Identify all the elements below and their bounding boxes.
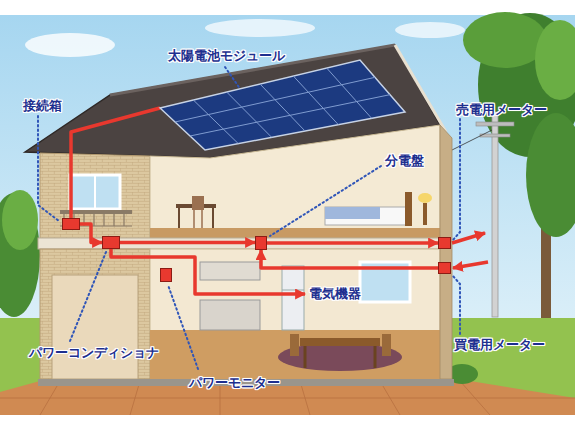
buy-meter: 買電用メーター: [438, 262, 451, 274]
power-flow-arrow: [267, 241, 438, 245]
power-monitor: パワーモニター: [160, 268, 172, 282]
panel-cell-line: [327, 68, 372, 118]
power-flow-arrow: [261, 250, 438, 268]
panel-cell-line: [175, 77, 375, 122]
house: [25, 45, 454, 386]
junction-box: 接続箱: [62, 218, 80, 230]
callout-label: 接続箱: [23, 98, 62, 114]
power-conditioner: パワーコンディショナ: [102, 236, 120, 249]
distribution-board: 分電盤: [255, 236, 267, 250]
power-flow-arrow: [111, 249, 305, 294]
callout-label: 電気機器: [309, 286, 361, 302]
callout-label: 分電盤: [385, 153, 424, 169]
panel-cell-line: [193, 100, 238, 144]
solar-panel-array: 太陽電池モジュール: [160, 60, 405, 150]
appliance-box: 電気機器: [305, 283, 365, 305]
panel-cell-line: [293, 76, 338, 125]
power-flow-arrow: [71, 108, 160, 218]
callout-label: 買電用メーター: [454, 337, 545, 353]
grid-flow-arrows: [452, 233, 488, 268]
sell-meter: 売電用メーター: [438, 237, 451, 249]
utility-pole: [452, 112, 514, 317]
solar-panel: [160, 60, 405, 150]
panel-cell-line: [190, 95, 390, 136]
power-flow-arrow: [120, 241, 255, 245]
callout-label: パワーコンディショナ: [29, 345, 159, 361]
callout-label: 太陽電池モジュール: [168, 48, 285, 64]
panel-cell-line: [227, 92, 272, 137]
solar-panel-outline: [160, 60, 405, 150]
callout-label: パワーモニター: [189, 375, 280, 391]
power-flow-arrow: [80, 224, 102, 243]
panel-cell-line: [260, 84, 305, 131]
callout-label: 売電用メーター: [456, 102, 547, 118]
